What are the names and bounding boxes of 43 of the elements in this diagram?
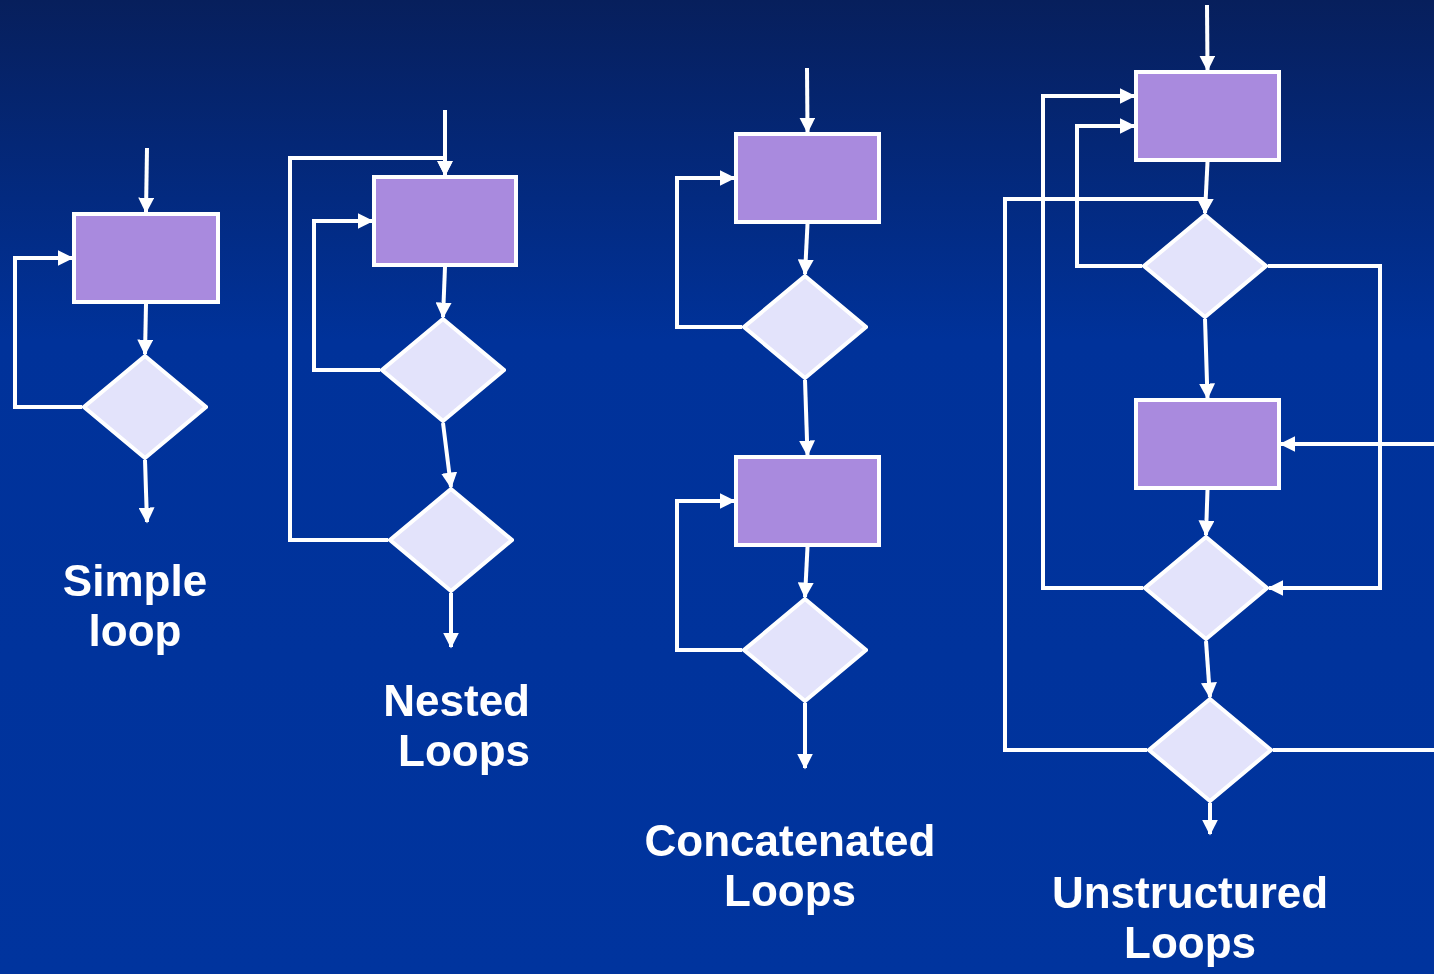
caption: Nested Loops [382,676,530,776]
arrow [312,213,380,372]
process-box [372,175,518,267]
arrow [1198,489,1215,537]
decision-diamond [1147,697,1273,803]
arrow [13,250,82,409]
arrow [1201,640,1217,699]
process-box [1134,398,1281,490]
decision-diamond [742,274,868,380]
arrow [675,493,742,652]
arrow [441,422,458,489]
arrow [797,546,814,599]
decision-diamond [1143,535,1269,641]
arrow [1075,118,1142,268]
arrow [1003,197,1213,752]
process-box [734,132,881,224]
caption: Concatenated Loops [643,816,937,916]
decision-diamond [82,354,208,460]
arrow [1267,264,1382,596]
arrow [797,223,814,276]
arrow [799,68,816,134]
decision-diamond [388,487,514,593]
arrow [443,593,459,649]
decision-diamond [1142,213,1268,319]
arrow [435,266,452,319]
arrow [138,147,155,214]
arrow [1041,88,1143,590]
arrow [1202,803,1218,836]
arrow [799,379,815,457]
caption: Simple loop [61,556,209,656]
process-box [1134,70,1281,162]
arrow [138,459,155,524]
caption: Unstructured Loops [1050,868,1330,968]
decision-diamond [380,317,506,423]
arrow [1199,5,1216,72]
process-box [734,455,881,547]
arrow [137,303,154,356]
arrow [1199,318,1216,400]
arrow [797,703,813,770]
decision-diamond [742,597,868,703]
arrow [675,170,742,329]
arrow [288,156,453,542]
process-box [72,212,220,304]
